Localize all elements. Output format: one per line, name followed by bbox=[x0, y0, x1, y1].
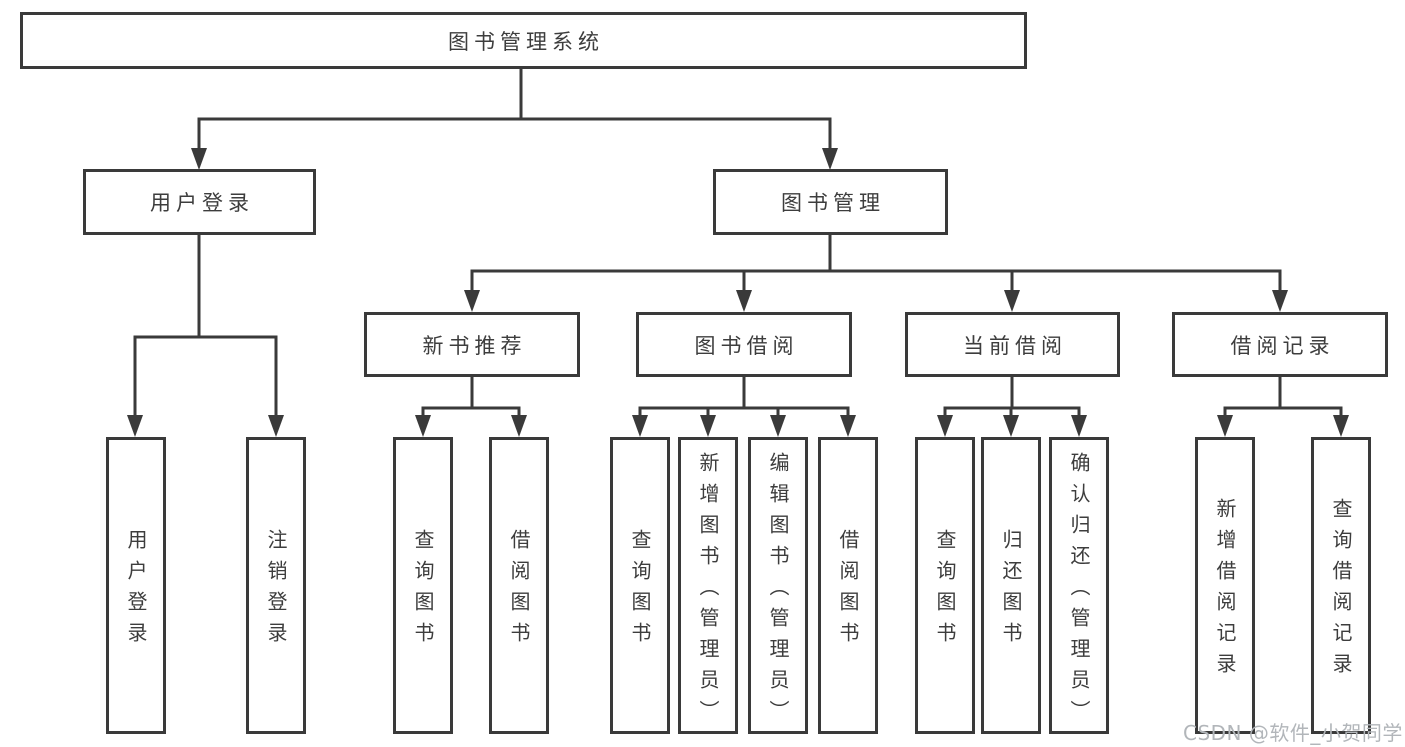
node-library-system: 图书管理系统 bbox=[20, 12, 1027, 69]
node-label: 新增借阅记录 bbox=[1213, 498, 1237, 684]
connector-new-book-to-leaves bbox=[421, 376, 521, 420]
node-new-book-recommend: 新书推荐 bbox=[364, 312, 580, 377]
node-label: 查询图书 bbox=[628, 529, 652, 653]
arrow-down-icon bbox=[840, 415, 856, 437]
node-user-login: 用户登录 bbox=[83, 169, 316, 235]
node-label: 用户登录 bbox=[150, 191, 254, 215]
connector-root-to-level2 bbox=[197, 68, 832, 152]
node-label: 确认归还（管理员） bbox=[1067, 451, 1091, 731]
leaf-query-books: 查询图书 bbox=[393, 437, 453, 734]
node-label: 注销登录 bbox=[264, 529, 288, 653]
node-label: 编辑图书（管理员） bbox=[766, 451, 790, 731]
arrow-down-icon bbox=[1004, 290, 1020, 312]
leaf-add-book-admin: 新增图书（管理员） bbox=[678, 437, 738, 734]
leaf-borrow-books-2: 借阅图书 bbox=[818, 437, 878, 734]
arrow-down-icon bbox=[700, 415, 716, 437]
arrowheads bbox=[127, 148, 1349, 437]
arrow-down-icon bbox=[822, 148, 838, 170]
leaf-query-books-2: 查询图书 bbox=[610, 437, 670, 734]
arrow-down-icon bbox=[511, 415, 527, 437]
connector-book-management-to-level3 bbox=[470, 234, 1282, 295]
node-label: 查询图书 bbox=[933, 529, 957, 653]
arrow-down-icon bbox=[127, 415, 143, 437]
leaf-add-borrow-record: 新增借阅记录 bbox=[1195, 437, 1255, 734]
leaf-logout: 注销登录 bbox=[246, 437, 306, 734]
watermark: CSDN @软件_小贺同学 bbox=[1183, 721, 1403, 745]
arrow-down-icon bbox=[268, 415, 284, 437]
arrow-down-icon bbox=[191, 148, 207, 170]
arrow-down-icon bbox=[415, 415, 431, 437]
node-label: 图书借阅 bbox=[694, 333, 799, 358]
connector-borrow-records-to-leaves bbox=[1223, 376, 1343, 420]
node-book-management: 图书管理 bbox=[713, 169, 948, 235]
node-label: 借阅图书 bbox=[507, 529, 531, 653]
node-label: 图书管理 bbox=[781, 191, 885, 215]
leaf-user-login: 用户登录 bbox=[106, 437, 166, 734]
leaf-query-books-3: 查询图书 bbox=[915, 437, 975, 734]
connector-book-borrow-to-leaves bbox=[638, 376, 850, 420]
arrow-down-icon bbox=[1071, 415, 1087, 437]
arrow-down-icon bbox=[1003, 415, 1019, 437]
leaf-borrow-books: 借阅图书 bbox=[489, 437, 549, 734]
arrow-down-icon bbox=[632, 415, 648, 437]
node-book-borrow: 图书借阅 bbox=[636, 312, 852, 377]
arrow-down-icon bbox=[1217, 415, 1233, 437]
leaf-edit-book-admin: 编辑图书（管理员） bbox=[748, 437, 808, 734]
node-current-borrow: 当前借阅 bbox=[905, 312, 1120, 377]
node-label: 查询借阅记录 bbox=[1329, 498, 1353, 684]
arrow-down-icon bbox=[937, 415, 953, 437]
node-label: 图书管理系统 bbox=[448, 29, 604, 54]
leaf-confirm-return-admin: 确认归还（管理员） bbox=[1049, 437, 1109, 734]
connector-current-borrow-to-leaves bbox=[943, 376, 1081, 420]
node-label: 借阅图书 bbox=[836, 529, 860, 653]
arrow-down-icon bbox=[736, 290, 752, 312]
node-label: 借阅记录 bbox=[1230, 333, 1335, 358]
connector-user-login-to-leaves bbox=[133, 234, 278, 420]
arrow-down-icon bbox=[1272, 290, 1288, 312]
leaf-return-books: 归还图书 bbox=[981, 437, 1041, 734]
arrow-down-icon bbox=[770, 415, 786, 437]
arrow-down-icon bbox=[1333, 415, 1349, 437]
node-label: 新增图书（管理员） bbox=[696, 451, 720, 731]
node-label: 用户登录 bbox=[124, 529, 148, 653]
node-label: 新书推荐 bbox=[422, 333, 527, 358]
leaf-query-borrow-record: 查询借阅记录 bbox=[1311, 437, 1371, 734]
node-label: 查询图书 bbox=[411, 529, 435, 653]
node-label: 归还图书 bbox=[999, 529, 1023, 653]
node-borrow-records: 借阅记录 bbox=[1172, 312, 1388, 377]
node-label: 当前借阅 bbox=[963, 333, 1067, 358]
arrow-down-icon bbox=[464, 290, 480, 312]
